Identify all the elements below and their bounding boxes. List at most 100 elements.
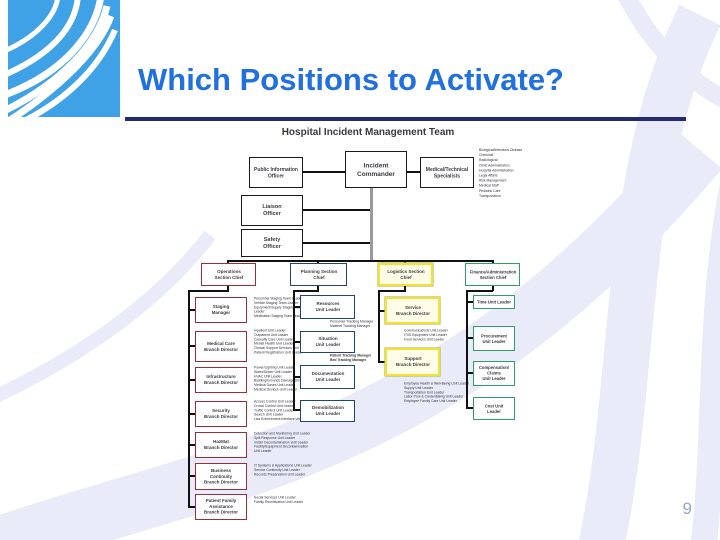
- planning-tick-2: [293, 341, 300, 343]
- connector-pio-ic: [303, 171, 345, 173]
- ops-unit-security-roles: Access Control Unit Leader Crowd Control…: [254, 400, 313, 422]
- logistics-unit-support-branch: Support Branch Director: [385, 348, 440, 376]
- finance-section-chief-box: Finance/Administration Section Chief: [465, 263, 520, 286]
- finance-tick-1: [466, 301, 473, 303]
- safety-officer-label: Safety Officer: [263, 236, 281, 250]
- public-information-officer-box: Public Information Officer: [249, 157, 303, 188]
- finance-unit-compensation-claims: Compensation/ Claims Unit Leader: [473, 361, 515, 386]
- planning-spine: [293, 290, 295, 411]
- logistics-unit-service-branch-label: Service Branch Director: [395, 304, 430, 316]
- operations-tick-1: [188, 309, 195, 311]
- incident-commander-box: Incident Commander: [345, 151, 407, 188]
- waterfall-swoosh-icon: [0, 0, 120, 127]
- finance-unit-procurement-label: Procurement Unit Leader: [481, 333, 507, 344]
- ops-unit-security: Security Branch Director: [195, 401, 247, 427]
- connector-stub-planning: [317, 260, 319, 264]
- operations-tick-2: [188, 345, 195, 347]
- connector-liaison: [303, 209, 370, 211]
- liaison-officer-box: Liaison Officer: [241, 195, 303, 226]
- finance-unit-compensation-claims-label: Compensation/ Claims Unit Leader: [478, 365, 510, 382]
- planning-section-chief-box: Planning Section Chief: [290, 263, 347, 286]
- finance-spine: [466, 290, 468, 409]
- connector-ic-specialists: [407, 171, 420, 173]
- safety-officer-box: Safety Officer: [241, 229, 303, 257]
- org-chart-title: Hospital Incident Management Team: [281, 127, 455, 138]
- planning-tracking-managers-1: Personnel Tracking Manager Materiel Trac…: [330, 320, 374, 328]
- operations-section-chief-label: Operations Section Chief: [214, 268, 243, 280]
- finance-section-chief-label: Finance/Administration Section Chief: [469, 269, 516, 280]
- ops-unit-business-continuity-label: Business Continuity Branch Director: [203, 467, 239, 485]
- connector-stub-logistics: [404, 260, 406, 264]
- logo: [0, 0, 120, 127]
- operations-tick-7: [188, 506, 195, 508]
- ops-unit-medical-care: Medical Care Branch Director: [195, 331, 247, 362]
- connector-safety: [303, 242, 370, 244]
- planning-tick-4: [293, 409, 300, 411]
- ops-unit-staging-manager: Staging Manager: [195, 297, 247, 323]
- finance-tick-3: [466, 372, 473, 374]
- logistics-unit-support-branch-label: Support Branch Director: [395, 356, 430, 367]
- finance-unit-time-label: Time Unit Leader: [477, 299, 511, 305]
- operations-spine-elbow: [188, 290, 229, 292]
- planning-unit-documentation: Documentation Unit Leader: [300, 365, 355, 389]
- title-underline: [125, 117, 686, 121]
- finance-unit-time: Time Unit Leader: [473, 295, 515, 309]
- medical-technical-specialists-list: Biological/Infectious Disease Chemical R…: [479, 148, 523, 198]
- ops-unit-patient-family-assistance-roles: Social Services Unit Leader Family Reuni…: [254, 496, 304, 504]
- logistics-tick-2: [378, 361, 385, 363]
- connector-stub-finance: [492, 260, 494, 264]
- ops-unit-infrastructure: Infrastructure Branch Director: [195, 367, 247, 393]
- ops-unit-hazmat-label: HazMat Branch Director: [203, 439, 239, 450]
- public-information-officer-label: Public Information Officer: [254, 166, 298, 179]
- ops-unit-business-continuity-roles: IT Systems & Applications Unit Leader Se…: [254, 464, 312, 477]
- logistics-unit-service-branch-roles: Communications Unit Leader IT/IS Equipme…: [404, 329, 448, 342]
- page-title: Which Positions to Activate?: [138, 62, 564, 97]
- operations-spine: [188, 290, 190, 508]
- planning-tick-1: [293, 306, 300, 308]
- medical-technical-specialists-box: Medical/Technical Specialists: [420, 157, 474, 188]
- logistics-unit-service-branch: Service Branch Director: [385, 297, 440, 324]
- planning-spine-elbow: [293, 290, 319, 292]
- logistics-spine: [378, 290, 380, 363]
- ops-unit-patient-family-assistance: Patient Family Assistance Branch Directo…: [195, 494, 247, 520]
- ops-unit-medical-care-label: Medical Care Branch Director: [203, 340, 239, 352]
- incident-commander-label: Incident Commander: [357, 161, 395, 177]
- ops-unit-hazmat: HazMat Branch Director: [195, 432, 247, 458]
- finance-unit-procurement: Procurement Unit Leader: [473, 326, 515, 351]
- ops-unit-business-continuity: Business Continuity Branch Director: [195, 463, 247, 490]
- operations-spine-stub: [227, 286, 229, 291]
- ops-unit-staging-manager-label: Staging Manager: [211, 304, 231, 315]
- finance-spine-stub: [492, 286, 494, 291]
- connector-ic-vertical: [370, 188, 373, 262]
- planning-tick-3: [293, 376, 300, 378]
- finance-unit-cost: Cost Unit Leader: [473, 397, 515, 420]
- logistics-section-chief-box: Logistics Section Chief: [378, 263, 433, 286]
- planning-section-chief-label: Planning Section Chief: [300, 268, 337, 280]
- planning-unit-situation: Situation Unit Leader: [300, 331, 355, 353]
- ops-unit-security-label: Security Branch Director: [203, 408, 239, 419]
- logistics-tick-1: [378, 310, 385, 312]
- planning-unit-documentation-label: Documentation Unit Leader: [311, 371, 344, 382]
- finance-unit-cost-label: Cost Unit Leader: [484, 403, 504, 414]
- operations-tick-4: [188, 413, 195, 415]
- ops-unit-infrastructure-label: Infrastructure Branch Director: [203, 374, 239, 385]
- planning-unit-demobilization: Demobilization Unit Leader: [300, 400, 355, 422]
- logistics-spine-stub: [404, 286, 406, 291]
- planning-unit-resources-label: Resources Unit Leader: [315, 301, 340, 312]
- logistics-unit-support-branch-roles: Employee Health & Well-Being Unit Leader…: [404, 382, 469, 404]
- ops-unit-patient-family-assistance-label: Patient Family Assistance Branch Directo…: [203, 498, 239, 515]
- connector-stub-operations: [227, 260, 229, 264]
- planning-tracking-managers-2: Patient Tracking Manager Bed Tracking Ma…: [330, 354, 372, 362]
- finance-tick-4: [466, 407, 473, 409]
- planning-unit-resources: Resources Unit Leader: [300, 295, 355, 319]
- operations-tick-5: [188, 444, 195, 446]
- logistics-spine-elbow: [378, 290, 406, 292]
- liaison-officer-label: Liaison Officer: [262, 203, 282, 217]
- medical-technical-specialists-label: Medical/Technical Specialists: [425, 166, 469, 179]
- operations-tick-6: [188, 475, 195, 477]
- ops-unit-hazmat-roles: Detection and Monitoring Unit Leader Spi…: [254, 432, 311, 454]
- finance-tick-2: [466, 337, 473, 339]
